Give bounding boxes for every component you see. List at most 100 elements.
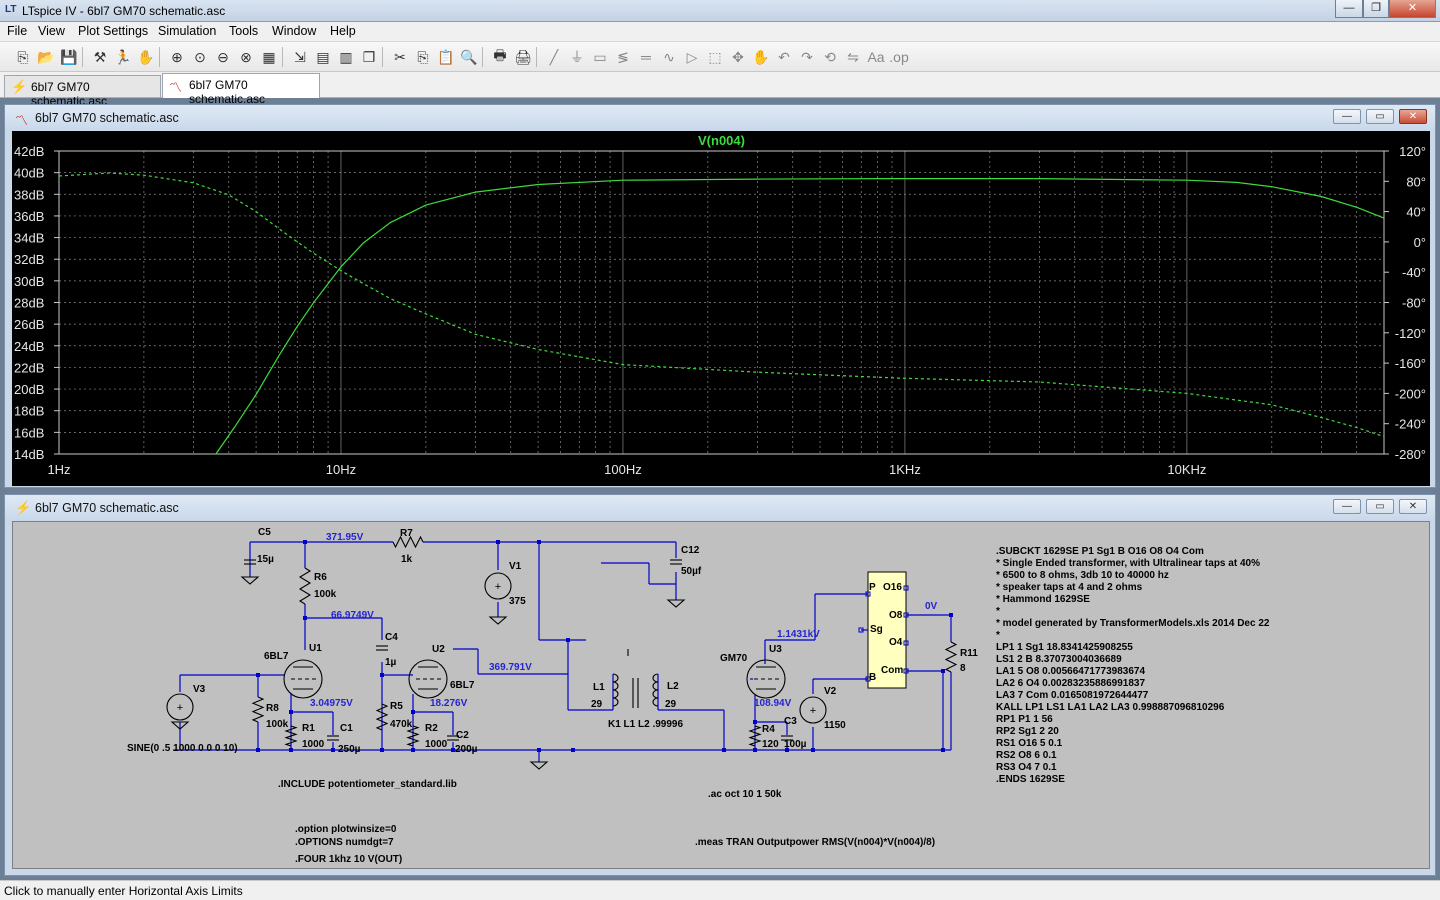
open-icon[interactable]: 📂: [37, 48, 55, 65]
child-close-button[interactable]: ✕: [1399, 499, 1427, 514]
y-right-tick-label: -280°: [1395, 447, 1426, 462]
transformer-pin-label: P: [869, 582, 876, 593]
y-left-tick-label: 26dB: [14, 317, 44, 332]
junction-dot: [785, 748, 789, 752]
y-left-tick-label: 32dB: [14, 252, 44, 267]
component-icon[interactable]: ⬚: [708, 48, 722, 65]
child-maximize-button[interactable]: ▭: [1366, 109, 1394, 124]
resistor-r11: [944, 641, 958, 673]
inductor-icon[interactable]: ∿: [663, 48, 675, 65]
undo-icon[interactable]: ↶: [778, 48, 790, 65]
zoom-in-icon[interactable]: ⊕: [171, 48, 183, 65]
menu-file[interactable]: File: [7, 24, 28, 38]
y-right-tick-label: 40°: [1406, 205, 1426, 220]
cut-icon[interactable]: ✂: [394, 48, 406, 65]
menu-tools[interactable]: Tools: [229, 24, 259, 38]
menu-simulation[interactable]: Simulation: [158, 24, 217, 38]
copy-icon[interactable]: ⎘: [417, 48, 429, 65]
find-icon[interactable]: 🔍: [460, 48, 478, 65]
transformer-pin-label: Com: [881, 665, 903, 676]
trace-label: V(n004): [698, 133, 745, 148]
new-schematic-icon[interactable]: ⎘: [17, 48, 29, 65]
window-titlebar[interactable]: LT LTspice IV - 6bl7 GM70 schematic.asc …: [0, 0, 1440, 22]
subckt-line: * Hammond 1629SE: [996, 594, 1090, 605]
child-close-button[interactable]: ✕: [1399, 109, 1427, 124]
menu-window[interactable]: Window: [272, 24, 317, 38]
save-icon[interactable]: 💾: [60, 48, 78, 65]
run-icon[interactable]: 🏃: [114, 48, 132, 65]
transformer-pin: [903, 612, 909, 618]
node-voltage-label: 18.276V: [430, 698, 468, 709]
spice-directive: .meas TRAN Outputpower RMS(V(n004)*V(n00…: [695, 837, 935, 848]
subckt-line: * Single Ended transformer, with Ultrali…: [996, 558, 1260, 569]
halt-icon[interactable]: ✋: [137, 48, 155, 65]
junction-dot: [289, 748, 293, 752]
mirror-icon[interactable]: ⇋: [847, 48, 859, 65]
child-minimize-button[interactable]: —: [1333, 499, 1361, 514]
print-icon[interactable]: 🖨: [514, 48, 532, 65]
component-label: 50µf: [681, 566, 702, 577]
y-left-tick-label: 38dB: [14, 187, 44, 202]
tile-horizontal-icon[interactable]: ▤: [316, 48, 330, 65]
redo-icon[interactable]: ↷: [801, 48, 813, 65]
ground-icon: [529, 761, 549, 770]
node-voltage-label: 108.94V: [754, 698, 792, 709]
zoom-cancel-icon[interactable]: ⊗: [240, 48, 252, 65]
waveform-window-titlebar[interactable]: 〽 6bl7 GM70 schematic.asc — ▭ ✕: [5, 105, 1435, 131]
child-maximize-button[interactable]: ▭: [1366, 499, 1394, 514]
paste-icon[interactable]: 📋: [437, 48, 455, 65]
pan-icon[interactable]: ⇲: [294, 48, 306, 65]
waveform-chart[interactable]: 42dB40dB38dB36dB34dB32dB30dB28dB26dB24dB…: [12, 131, 1430, 486]
y-left-tick-label: 20dB: [14, 382, 44, 397]
minimize-button[interactable]: —: [1335, 0, 1363, 18]
resistor-icon[interactable]: ≶: [617, 48, 629, 65]
tile-vertical-icon[interactable]: ▥: [339, 48, 353, 65]
junction-dot: [411, 710, 415, 714]
node-voltage-label: 371.95V: [326, 532, 364, 543]
spice-directive-icon[interactable]: .op: [889, 49, 909, 65]
rotate-icon[interactable]: ⟲: [824, 48, 836, 65]
cascade-icon[interactable]: ❐: [362, 48, 376, 65]
y-right-tick-label: -160°: [1395, 356, 1426, 371]
menu-view[interactable]: View: [38, 24, 65, 38]
transformer-pin-label: O4: [889, 637, 903, 648]
tab-waveform[interactable]: 〽 6bl7 GM70 schematic.asc: [162, 73, 320, 106]
tab-schematic[interactable]: ⚡ 6bl7 GM70 schematic.asc: [4, 75, 161, 108]
component-label: R6: [314, 572, 327, 583]
schematic-window-titlebar[interactable]: ⚡ 6bl7 GM70 schematic.asc — ▭ ✕: [5, 495, 1435, 521]
component-label: C4: [385, 632, 398, 643]
subckt-line: LP1 1 Sg1 18.8341425908255: [996, 642, 1133, 653]
move-icon[interactable]: ✥: [732, 48, 744, 65]
ground-icon[interactable]: ⏚: [570, 49, 584, 65]
diode-icon[interactable]: ▷: [686, 48, 698, 65]
transformer-pin-label: O8: [889, 610, 903, 621]
zoom-area-icon[interactable]: ⊙: [194, 48, 206, 65]
node-voltage-label: 369.791V: [489, 662, 532, 673]
junction-dot: [256, 673, 260, 677]
autorange-icon[interactable]: ▦: [262, 48, 276, 65]
x-tick-label: 1KHz: [889, 462, 921, 477]
restore-button[interactable]: ❐: [1363, 0, 1389, 18]
subckt-line: RS3 O4 7 0.1: [996, 762, 1057, 773]
component-label: U1: [309, 643, 322, 654]
text-icon[interactable]: Aa: [867, 49, 885, 65]
control-panel-icon[interactable]: ⚒: [93, 48, 107, 65]
close-button[interactable]: ✕: [1389, 0, 1436, 18]
label-net-icon[interactable]: ▭: [593, 48, 607, 65]
zoom-out-icon[interactable]: ⊖: [217, 48, 229, 65]
y-left-tick-label: 34dB: [14, 231, 44, 246]
menu-plot-settings[interactable]: Plot Settings: [78, 24, 149, 38]
menu-help[interactable]: Help: [330, 24, 356, 38]
waveform-window-title: 6bl7 GM70 schematic.asc: [35, 111, 179, 125]
print-setup-icon[interactable]: 🖶: [493, 47, 507, 63]
child-minimize-button[interactable]: —: [1333, 109, 1361, 124]
draw-wire-icon[interactable]: ╱: [549, 48, 559, 65]
junction-dot: [753, 748, 757, 752]
x-tick-label: 1Hz: [47, 462, 70, 477]
capacitor-icon[interactable]: ═: [641, 49, 651, 65]
y-right-tick-label: -80°: [1402, 296, 1426, 311]
drag-icon[interactable]: ✋: [752, 48, 770, 65]
